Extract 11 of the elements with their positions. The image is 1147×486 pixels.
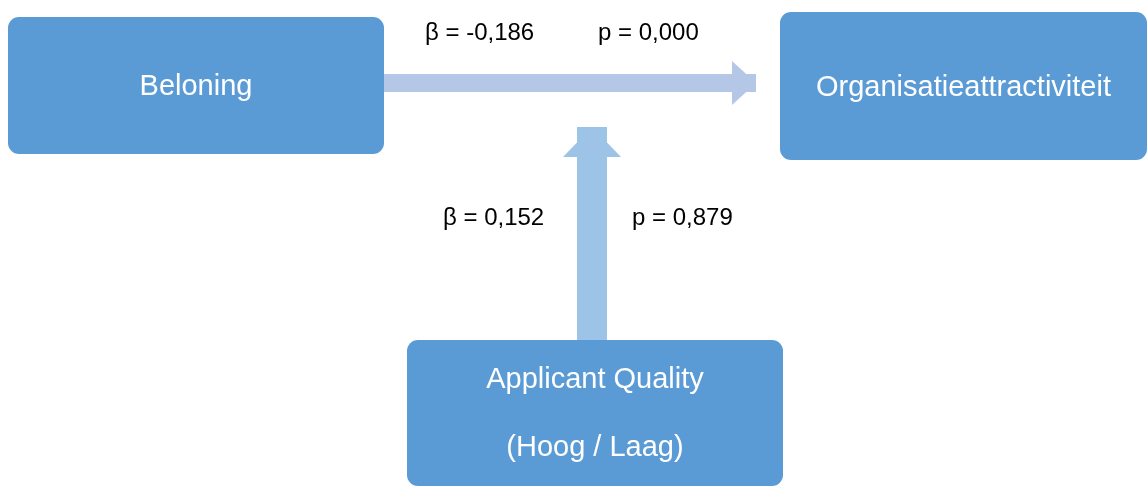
process-box xyxy=(407,340,783,486)
node-text: Organisatieattractiviteit xyxy=(816,69,1111,103)
statistic-label: p = 0,879 xyxy=(632,203,733,231)
process-box xyxy=(8,17,384,154)
node-text: Applicant Quality xyxy=(486,362,704,395)
statistic-label: p = 0,000 xyxy=(598,18,699,46)
statistic-label: β = -0,186 xyxy=(425,18,535,46)
node-text: Beloning xyxy=(139,69,253,102)
process-box xyxy=(780,12,1147,160)
node-text: (Hoog / Laag) xyxy=(506,430,684,463)
statistic-label: β = 0,152 xyxy=(443,203,545,231)
